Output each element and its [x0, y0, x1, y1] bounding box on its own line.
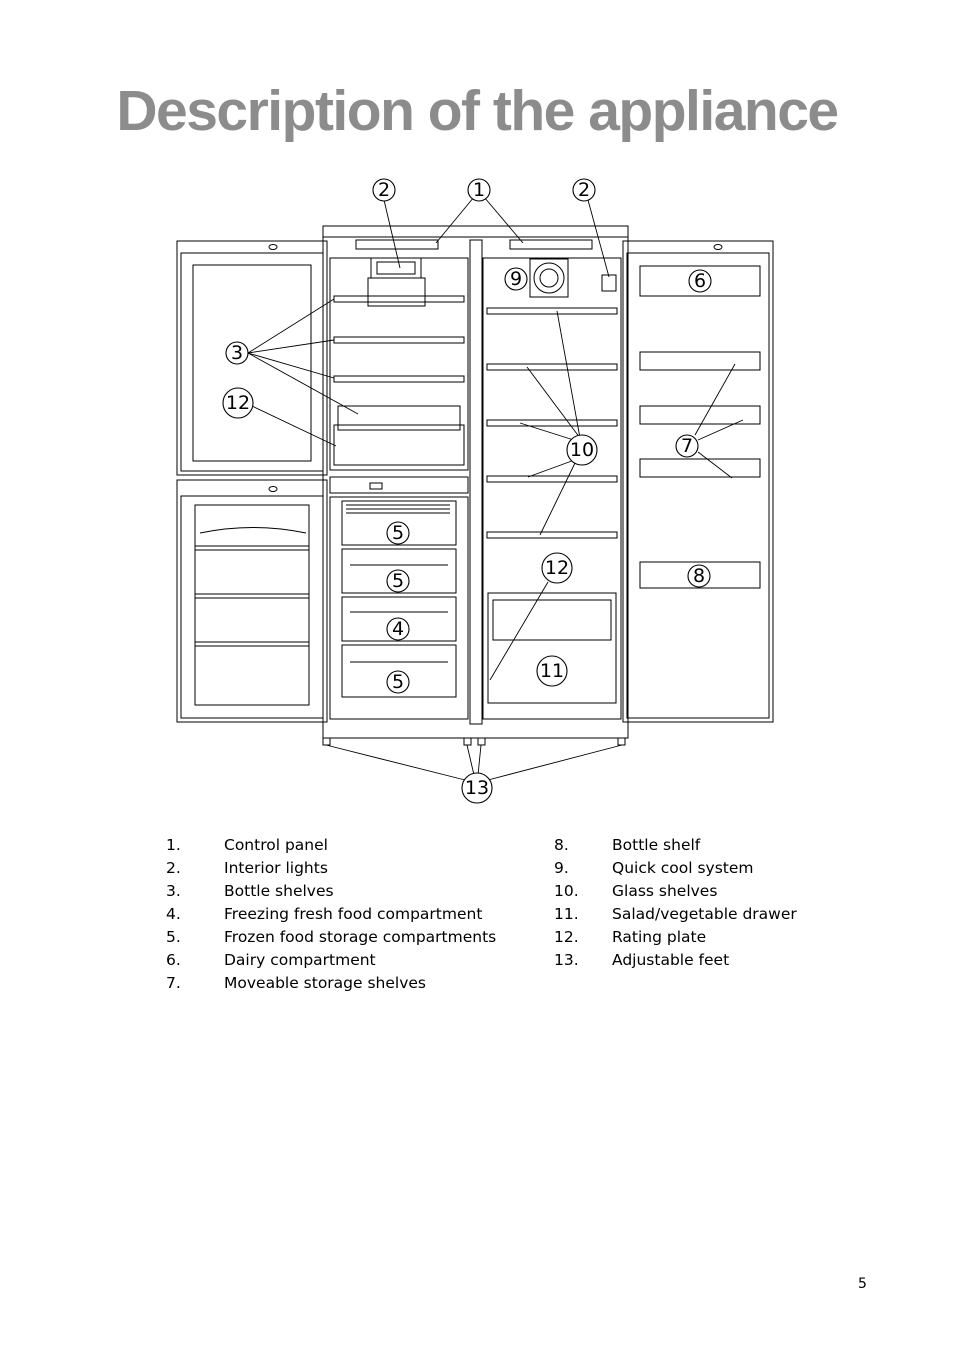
callout-5-top: 5 — [386, 521, 410, 545]
legend-item: 2. Interior lights — [166, 857, 496, 880]
callout-label: 4 — [392, 618, 404, 640]
legend-item: 7. Moveable storage shelves — [166, 972, 496, 995]
legend-label: Frozen food storage compartments — [224, 928, 497, 946]
callout-8: 8 — [687, 564, 711, 588]
callout-label: 13 — [465, 777, 489, 799]
leader-lines — [247, 196, 744, 781]
callout-label: 10 — [570, 439, 594, 461]
callout-label: 2 — [378, 179, 390, 201]
legend-label: Bottle shelf — [612, 836, 701, 854]
legend-item: 5. Frozen food storage compartments — [166, 926, 496, 949]
callout-11: 11 — [536, 655, 568, 687]
cabinet — [322, 225, 629, 746]
legend-right: 8. Bottle shelf 9. Quick cool system 10. Gl… — [554, 834, 797, 972]
callout-label: 7 — [681, 435, 693, 457]
callout-label: 5 — [392, 522, 404, 544]
legend-left: 1. Control panel 2. Interior lights 3. Bott… — [166, 834, 496, 995]
legend-label: Adjustable feet — [612, 951, 730, 969]
left-upper-door — [176, 240, 328, 476]
legend-item: 1. Control panel — [166, 834, 496, 857]
legend-number: 8. — [554, 836, 569, 854]
legend-label: Bottle shelves — [224, 882, 334, 900]
callout-label: 5 — [392, 671, 404, 693]
legend-item: 4. Freezing fresh food compartment — [166, 903, 496, 926]
callout-label: 6 — [694, 270, 706, 292]
callout-2-left: 2 — [372, 178, 396, 202]
callout-label: 2 — [578, 179, 590, 201]
legend-label: Control panel — [224, 836, 328, 854]
legend-label: Moveable storage shelves — [224, 974, 427, 992]
legend-number: 3. — [166, 882, 181, 900]
callout-1: 1 — [467, 178, 491, 202]
callout-label: 5 — [392, 570, 404, 592]
legend-number: 12. — [554, 928, 579, 946]
legend-label: Interior lights — [224, 859, 328, 877]
legend-number: 11. — [554, 905, 579, 923]
page-number: 5 — [858, 1276, 867, 1292]
legend-item: 3. Bottle shelves — [166, 880, 496, 903]
legend-item: 6. Dairy compartment — [166, 949, 496, 972]
legend-number: 2. — [166, 859, 181, 877]
legend-item: 13. Adjustable feet — [554, 949, 797, 972]
legend-item: 9. Quick cool system — [554, 857, 797, 880]
legend-label: Glass shelves — [612, 882, 718, 900]
callout-9: 9 — [504, 267, 528, 291]
legend-label: Salad/vegetable drawer — [612, 905, 797, 923]
callout-label: 1 — [473, 179, 485, 201]
callout-label: 9 — [510, 268, 522, 290]
callout-6: 6 — [688, 269, 712, 293]
callout-3: 3 — [225, 341, 249, 365]
callout-4: 4 — [386, 617, 410, 641]
legend-number: 6. — [166, 951, 181, 969]
legend-number: 10. — [554, 882, 579, 900]
legend-number: 7. — [166, 974, 181, 992]
callout-label: 12 — [545, 557, 569, 579]
legend-label: Dairy compartment — [224, 951, 376, 969]
callout-7: 7 — [675, 434, 699, 458]
legend-item: 8. Bottle shelf — [554, 834, 797, 857]
right-door — [622, 240, 774, 723]
callout-12-right: 12 — [541, 552, 573, 584]
callout-5-mid: 5 — [386, 569, 410, 593]
legend-label: Quick cool system — [612, 859, 754, 877]
legend-number: 5. — [166, 928, 181, 946]
callout-label: 11 — [540, 660, 564, 682]
callout-label: 3 — [231, 342, 243, 364]
callout-13: 13 — [461, 772, 493, 804]
legend-label: Freezing fresh food compartment — [224, 905, 483, 923]
page-title: Description of the appliance — [116, 79, 839, 143]
legend-number: 4. — [166, 905, 181, 923]
callout-label: 8 — [693, 565, 705, 587]
legend-number: 13. — [554, 951, 579, 969]
legend-number: 9. — [554, 859, 569, 877]
legend-item: 12. Rating plate — [554, 926, 797, 949]
callout-5-bottom: 5 — [386, 670, 410, 694]
legend-item: 10. Glass shelves — [554, 880, 797, 903]
legend-number: 1. — [166, 836, 181, 854]
left-lower-door — [176, 479, 328, 723]
legend-label: Rating plate — [612, 928, 707, 946]
callout-label: 12 — [226, 392, 250, 414]
callout-10: 10 — [566, 434, 598, 466]
callout-12-left: 12 — [222, 387, 254, 419]
legend-item: 11. Salad/vegetable drawer — [554, 903, 797, 926]
callout-2-right: 2 — [572, 178, 596, 202]
